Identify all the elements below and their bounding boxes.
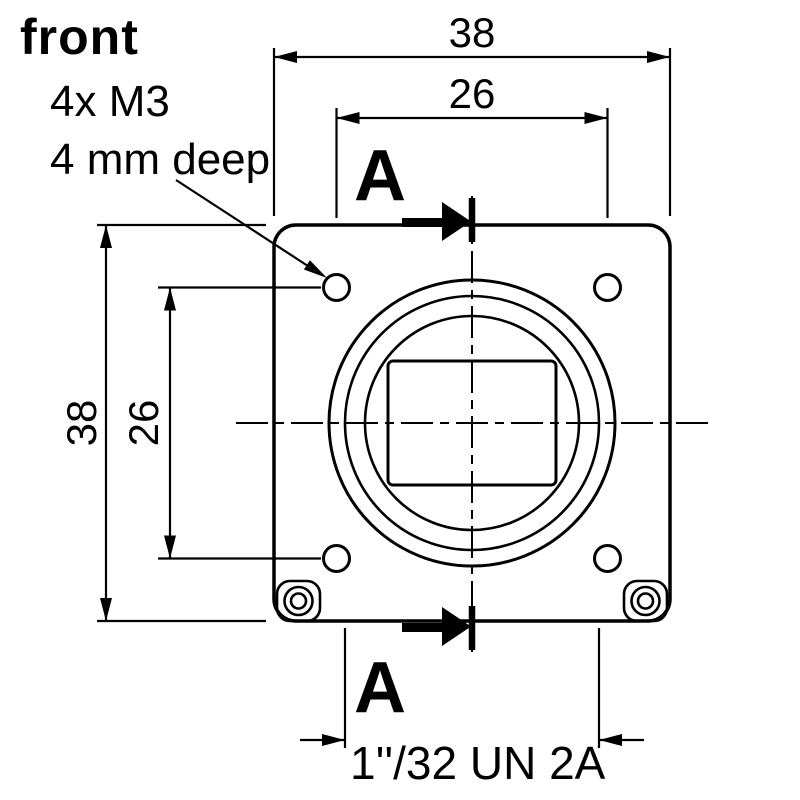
- section-arrow-stem-bottom: [402, 623, 444, 632]
- dim-top-outer-value: 38: [449, 9, 496, 56]
- dim-top-inner-arrow-left: [336, 112, 360, 124]
- dim-left-inner-arrow-bottom: [164, 535, 176, 559]
- dim-left-inner-value: 26: [120, 400, 167, 447]
- corner-screw-inner-left: [289, 592, 308, 610]
- section-arrow-stem-top: [402, 218, 444, 227]
- dim-top-outer: 38: [272, 9, 672, 216]
- lens-flange-circle: [327, 278, 617, 568]
- dim-top-outer-arrow-left: [274, 51, 297, 63]
- corner-screw-outer-right: [630, 585, 661, 617]
- note-line-1: 4x M3: [50, 77, 170, 126]
- sensor-aperture: [386, 359, 558, 487]
- dim-thread-arrow-right: [599, 734, 622, 746]
- dim-left-inner-arrow-top: [164, 287, 176, 311]
- lens-bore-circle: [363, 314, 581, 532]
- dim-thread: 1''/32 UN 2A: [300, 628, 644, 789]
- note-leader-arrowhead: [303, 260, 327, 278]
- corner-screw-boss-right: [622, 579, 669, 623]
- mounting-hole-bottom-right: [593, 544, 622, 573]
- dim-top-inner: 26: [335, 70, 609, 218]
- dim-thread-arrow-left: [322, 734, 345, 746]
- section-letter-top: A: [354, 136, 406, 216]
- mounting-hole-top-right: [593, 273, 622, 302]
- note-group: 4x M3 4 mm deep: [50, 77, 327, 278]
- corner-screw-outer-left: [283, 585, 314, 617]
- lens-thread-circle: [343, 294, 601, 552]
- dim-left-outer-arrow-top: [100, 225, 112, 248]
- section-letter-bottom: A: [354, 648, 406, 728]
- mounting-hole-bottom-left: [322, 544, 351, 573]
- dim-left-outer: 38: [58, 223, 266, 623]
- dim-top-inner-arrow-right: [584, 112, 608, 124]
- section-indicator-bottom: A: [354, 606, 476, 728]
- dim-top-outer-arrow-right: [647, 51, 670, 63]
- lens-mount: [327, 278, 617, 568]
- thread-spec-value: 1''/32 UN 2A: [350, 737, 606, 789]
- corner-screw-boss-left: [275, 579, 322, 623]
- section-indicator-top: A: [354, 136, 476, 242]
- dim-left-outer-arrow-bottom: [100, 598, 112, 621]
- dim-left-inner: 26: [120, 286, 321, 560]
- corner-screw-inner-right: [636, 592, 655, 610]
- mounting-hole-top-left: [322, 273, 351, 302]
- view-label: front: [20, 9, 139, 65]
- dim-top-inner-value: 26: [449, 70, 496, 117]
- section-arrow-head-top: [442, 202, 471, 241]
- note-line-2: 4 mm deep: [50, 135, 270, 184]
- dim-left-outer-value: 38: [58, 400, 105, 447]
- section-arrow-head-bottom: [442, 607, 471, 646]
